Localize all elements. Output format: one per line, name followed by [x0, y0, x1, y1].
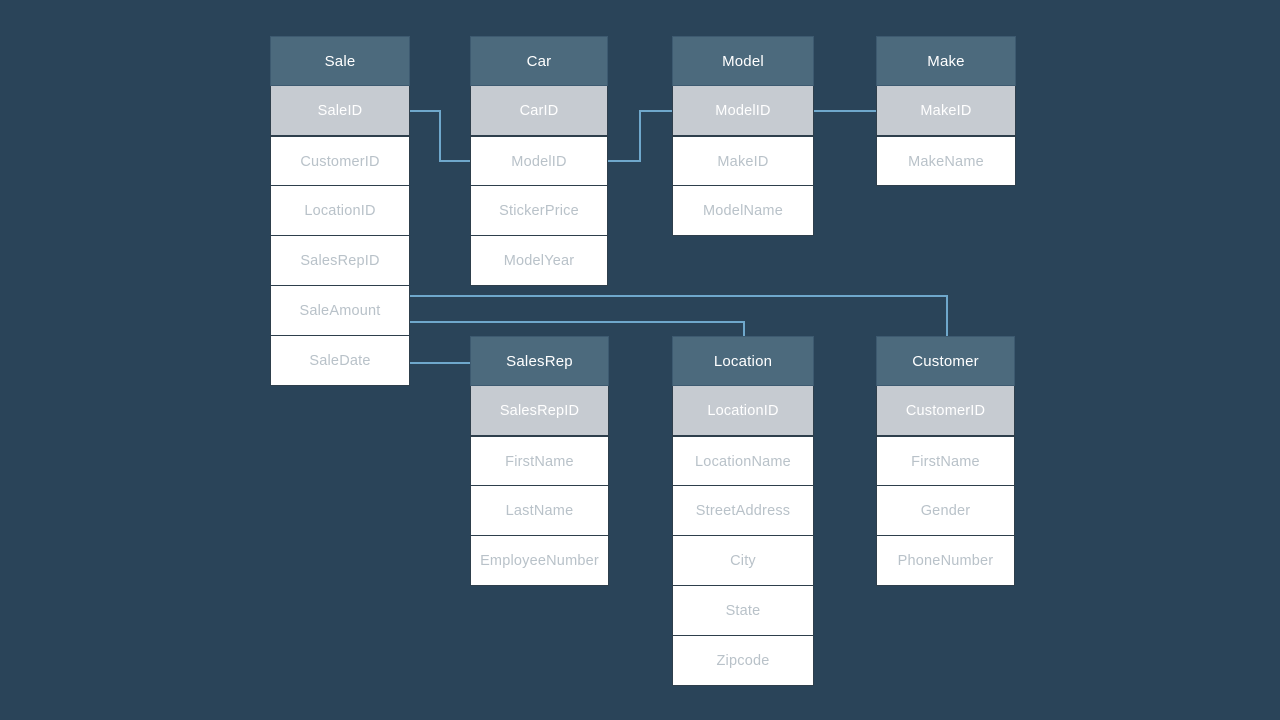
field-customer-customerid[interactable]: CustomerID — [876, 386, 1015, 436]
connector-sale-customer — [410, 295, 948, 336]
field-make-makeid[interactable]: MakeID — [876, 86, 1016, 136]
field-model-modelname[interactable]: ModelName — [672, 186, 814, 236]
entity-title-make: Make — [876, 36, 1016, 86]
field-location-city[interactable]: City — [672, 536, 814, 586]
field-car-modelyear[interactable]: ModelYear — [470, 236, 608, 286]
field-model-modelid[interactable]: ModelID — [672, 86, 814, 136]
entity-title-location: Location — [672, 336, 814, 386]
field-sale-saleid[interactable]: SaleID — [270, 86, 410, 136]
field-sale-saleamount[interactable]: SaleAmount — [270, 286, 410, 336]
field-sale-saledate[interactable]: SaleDate — [270, 336, 410, 386]
entity-title-sale: Sale — [270, 36, 410, 86]
field-salesrep-lastname[interactable]: LastName — [470, 486, 609, 536]
field-customer-firstname[interactable]: FirstName — [876, 436, 1015, 486]
connector-sale-location — [410, 321, 745, 336]
field-sale-customerid[interactable]: CustomerID — [270, 136, 410, 186]
connector-car-model — [608, 110, 672, 162]
field-salesrep-salesrepid[interactable]: SalesRepID — [470, 386, 609, 436]
field-salesrep-employeenumber[interactable]: EmployeeNumber — [470, 536, 609, 586]
field-car-modelid[interactable]: ModelID — [470, 136, 608, 186]
field-customer-gender[interactable]: Gender — [876, 486, 1015, 536]
field-location-locationname[interactable]: LocationName — [672, 436, 814, 486]
field-location-streetaddress[interactable]: StreetAddress — [672, 486, 814, 536]
field-model-makeid[interactable]: MakeID — [672, 136, 814, 186]
entity-title-model: Model — [672, 36, 814, 86]
entity-title-car: Car — [470, 36, 608, 86]
field-location-locationid[interactable]: LocationID — [672, 386, 814, 436]
field-salesrep-firstname[interactable]: FirstName — [470, 436, 609, 486]
entity-title-salesrep: SalesRep — [470, 336, 609, 386]
field-location-state[interactable]: State — [672, 586, 814, 636]
field-sale-locationid[interactable]: LocationID — [270, 186, 410, 236]
field-car-stickerprice[interactable]: StickerPrice — [470, 186, 608, 236]
field-make-makename[interactable]: MakeName — [876, 136, 1016, 186]
field-location-zipcode[interactable]: Zipcode — [672, 636, 814, 686]
field-sale-salesrepid[interactable]: SalesRepID — [270, 236, 410, 286]
field-car-carid[interactable]: CarID — [470, 86, 608, 136]
entity-title-customer: Customer — [876, 336, 1015, 386]
connector-sale-car — [410, 110, 470, 162]
field-customer-phonenumber[interactable]: PhoneNumber — [876, 536, 1015, 586]
